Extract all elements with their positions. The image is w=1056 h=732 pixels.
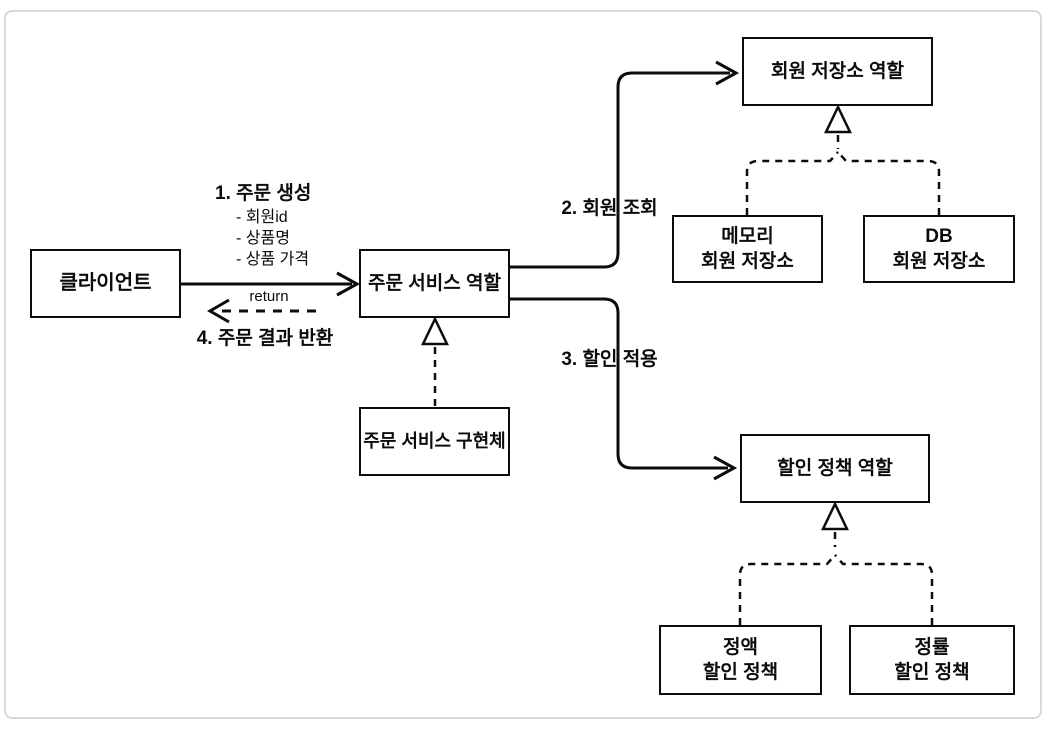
node-rate-discount-policy-line1: 정률: [914, 637, 950, 658]
arrow-discount-apply-head: [713, 455, 738, 481]
dashed-db-repo-line: [837, 151, 941, 215]
node-client: 클라이언트: [30, 249, 181, 318]
node-order-service-role: 주문 서비스 역할: [359, 249, 510, 318]
node-db-member-repo: DB 회원 저장소: [863, 215, 1015, 283]
arrow-member-query-line: [510, 71, 730, 269]
annotation-step1-item: - 상품 가격: [236, 251, 310, 268]
arrow-order-create-head: [336, 271, 361, 297]
node-discount-policy-role: 할인 정책 역할: [740, 434, 930, 503]
node-db-member-repo-line2: 회원 저장소: [892, 251, 986, 272]
arrow-return-head: [207, 298, 230, 324]
arrow-member-query-head: [715, 60, 740, 86]
annotation-step4: 4. 주문 결과 반환: [196, 328, 334, 349]
triangle-member-repo-icon: [824, 104, 852, 134]
annotation-step1: 1. 주문 생성 - 회원id - 상품명 - 상품 가격: [215, 182, 311, 270]
node-memory-member-repo-line1: 메모리: [721, 226, 774, 247]
annotation-step1-title: 1. 주문 생성: [215, 183, 312, 204]
node-discount-policy-role-label: 할인 정책 역할: [777, 458, 893, 479]
annotation-step1-item: - 상품명: [236, 230, 290, 247]
triangle-discount-policy-icon: [821, 501, 849, 531]
node-order-service-role-label: 주문 서비스 역할: [368, 273, 501, 294]
node-member-repo-role-label: 회원 저장소 역할: [771, 61, 904, 82]
node-memory-member-repo: 메모리 회원 저장소: [672, 215, 823, 283]
dashed-fixed-policy-line: [738, 554, 836, 625]
node-rate-discount-policy: 정률 할인 정책: [849, 625, 1015, 695]
annotation-step1-items: - 회원id - 상품명 - 상품 가격: [215, 207, 311, 270]
node-fixed-discount-policy: 정액 할인 정책: [659, 625, 822, 695]
node-db-member-repo-line1: DB: [925, 226, 953, 247]
node-order-service-impl-label: 주문 서비스 구현체: [363, 431, 506, 451]
annotation-return: return: [249, 288, 289, 305]
node-client-label: 클라이언트: [59, 272, 152, 294]
node-fixed-discount-policy-line2: 할인 정책: [702, 662, 779, 683]
node-order-service-impl: 주문 서비스 구현체: [359, 407, 510, 476]
triangle-order-service-icon: [421, 316, 449, 346]
annotation-step2: 2. 회원 조회: [561, 198, 658, 219]
node-member-repo-role: 회원 저장소 역할: [742, 37, 933, 106]
arrow-discount-apply-line: [510, 297, 728, 470]
dashed-rate-policy-line: [834, 554, 934, 625]
node-fixed-discount-policy-line1: 정액: [723, 637, 758, 658]
dashed-memory-repo-line: [745, 151, 839, 215]
annotation-step1-item: - 회원id: [236, 209, 288, 226]
node-rate-discount-policy-line2: 할인 정책: [894, 662, 970, 683]
diagram-frame: [4, 10, 1042, 719]
node-memory-member-repo-line2: 회원 저장소: [701, 251, 794, 272]
annotation-step3: 3. 할인 적용: [561, 349, 658, 370]
